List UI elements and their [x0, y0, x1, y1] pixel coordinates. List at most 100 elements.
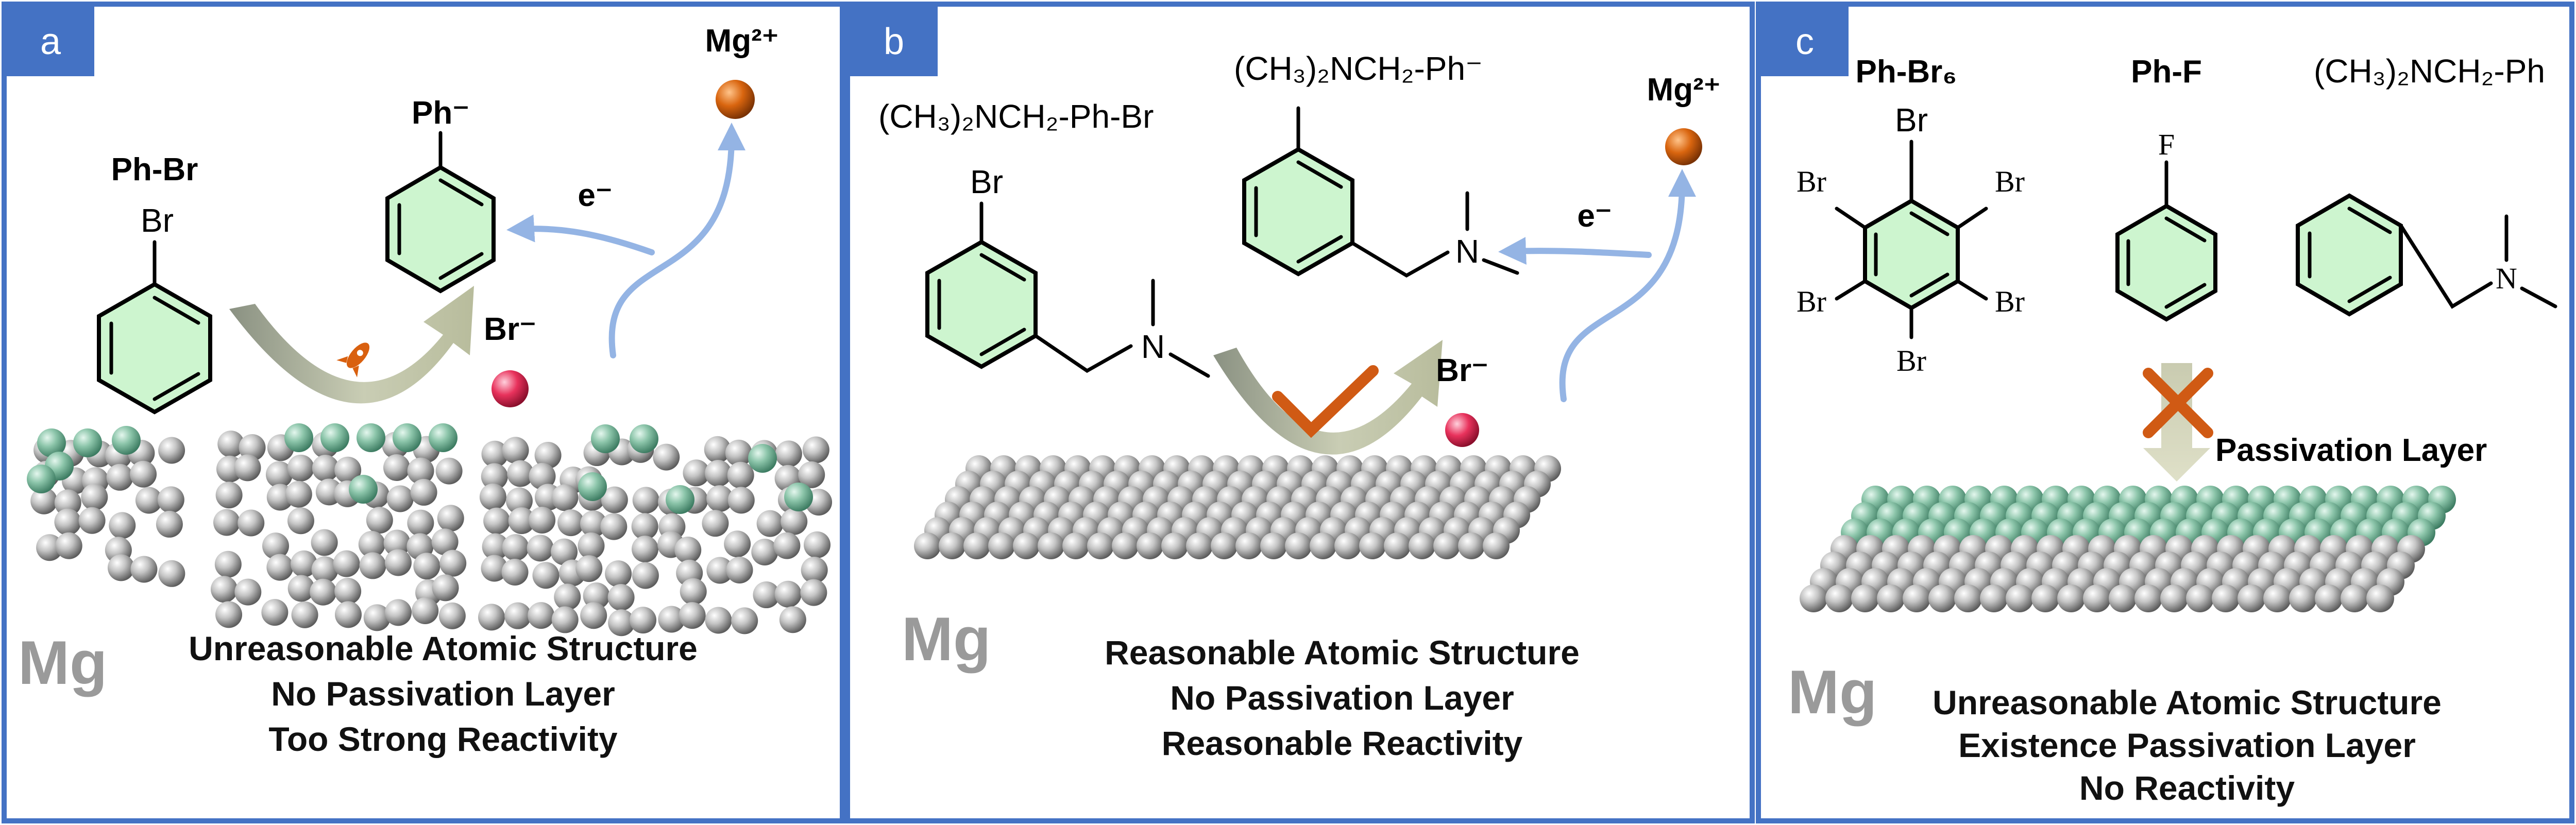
- panel-a-tag-text: a: [40, 21, 61, 62]
- reactant-label: (CH₃)₂NCH₂-Ph-Br: [878, 98, 1154, 135]
- mg-atom: [1433, 532, 1460, 559]
- mg-atom: [211, 576, 238, 603]
- reactant-double-bond-2: [979, 328, 1026, 356]
- mg-atom: [266, 554, 294, 581]
- mg-atom: [410, 478, 437, 506]
- phbr6-br-top: Br: [1895, 101, 1928, 139]
- mg-atom: [775, 440, 802, 468]
- mg-atom: [81, 484, 108, 511]
- mg-atom: [774, 580, 802, 608]
- caption-c-line1: Unreasonable Atomic Structure: [1933, 683, 2442, 721]
- mg-atom: [217, 431, 245, 458]
- panel-b: (CH₃)₂NCH₂-Ph-Br Br N (CH₃)₂NCH₂-Ph⁻ N M…: [878, 50, 1720, 762]
- mg-atom: [583, 582, 610, 609]
- mg-atom: [608, 609, 635, 637]
- panel-b-frame: [845, 2, 1755, 823]
- mg-atom: [366, 507, 393, 534]
- mg-atom: [359, 552, 386, 579]
- product-double-bond-1: [1296, 160, 1343, 189]
- amine-double-bond-2: [2347, 276, 2392, 303]
- mg-atom: [333, 550, 360, 577]
- reactant-ring: [925, 239, 1038, 369]
- mg-atom: [407, 509, 434, 537]
- br-ion-label-b: Br⁻: [1436, 353, 1488, 388]
- phbr-ring: [97, 282, 212, 415]
- mg-atom: [1458, 532, 1485, 559]
- mg-atom: [1186, 532, 1213, 559]
- mg-atom: [800, 579, 827, 606]
- mg-atom: [215, 482, 243, 509]
- reaction-curve-arrow: [229, 286, 474, 404]
- phbr6-br-upper-right: Br: [1995, 165, 2025, 198]
- mg-label-a: Mg: [18, 628, 107, 697]
- mg-atom: [1038, 532, 1064, 559]
- mg-atom: [1285, 532, 1312, 559]
- mg-atom: [483, 507, 511, 535]
- mg-atom: [481, 555, 508, 582]
- amine-label: (CH₃)₂NCH₂-Ph: [2314, 53, 2545, 90]
- mg-atom: [1903, 585, 1930, 612]
- mg-atom: [680, 578, 707, 605]
- mg-atom: [779, 606, 806, 633]
- mg-atom: [679, 602, 706, 629]
- mg-atom: [265, 461, 293, 488]
- mg-atom: [505, 487, 533, 514]
- caption-b-line2: No Passivation Layer: [1170, 679, 1514, 717]
- mg-atom: [801, 557, 828, 584]
- mg-atom: [36, 534, 63, 561]
- mg-atom: [438, 602, 466, 629]
- mg-atom: [1483, 532, 1510, 559]
- mg-atom: [1062, 532, 1089, 559]
- mg-atom: [534, 442, 562, 469]
- mg-atom: [311, 556, 338, 583]
- mg-passivated-slab: [1800, 486, 2456, 612]
- mg-atom: [1980, 585, 2008, 612]
- mg-atom: [504, 602, 532, 629]
- mg-atom: [706, 485, 734, 512]
- mg-atom: [287, 454, 314, 482]
- phbr6-bond-upper-right: [1956, 207, 1988, 230]
- mg-atom: [285, 480, 312, 508]
- mg-atom: [1954, 585, 1982, 612]
- electron-label-b: e⁻: [1577, 198, 1612, 234]
- mg-atom: [1137, 532, 1163, 559]
- mg-atom: [726, 556, 753, 583]
- mg-atom: [501, 559, 529, 586]
- phbr6-br-lower-left: Br: [1797, 285, 1826, 318]
- mg-atom: [1800, 585, 1827, 612]
- mg-label-c: Mg: [1788, 658, 1877, 727]
- mg-ion-ball: [716, 80, 755, 119]
- mg-atom: [383, 529, 411, 557]
- mg-atom: [239, 434, 266, 461]
- mg-atom: [502, 534, 529, 561]
- surface-atom: [27, 465, 56, 493]
- mg-atom: [2186, 585, 2214, 612]
- phf-label: Ph-F: [2131, 54, 2202, 90]
- product-chain: [1350, 241, 1450, 278]
- phf-f-atom: F: [2158, 128, 2175, 161]
- br-ion-label: Br⁻: [484, 312, 536, 347]
- mg-atom: [214, 551, 242, 578]
- product-methyl-right: [1482, 258, 1519, 275]
- mg-atom: [529, 507, 556, 534]
- mg-atom: [384, 549, 412, 576]
- mg-atom: [1161, 532, 1188, 559]
- rocket-icon: [336, 342, 370, 377]
- mg-atom: [1087, 532, 1114, 559]
- mg-atom: [310, 578, 337, 606]
- phbr6-bond-lower-right: [1956, 279, 1988, 301]
- panel-c-frame: [1756, 2, 2574, 823]
- product-n-atom: N: [1455, 233, 1479, 270]
- mg-ion-label: Mg²⁺: [705, 23, 779, 59]
- mg-atom: [1310, 532, 1336, 559]
- panel-c-tag-text: c: [1795, 21, 1814, 62]
- ph-anion-ring: [385, 165, 496, 294]
- product-double-bond-2: [1296, 235, 1343, 264]
- mg-atom: [439, 549, 467, 577]
- mg-atom: [753, 581, 780, 609]
- mg-atom: [383, 454, 410, 482]
- mg-atom: [312, 455, 339, 482]
- surface-atom: [591, 424, 620, 453]
- mg-atom: [528, 602, 555, 629]
- surface-atom: [37, 428, 66, 457]
